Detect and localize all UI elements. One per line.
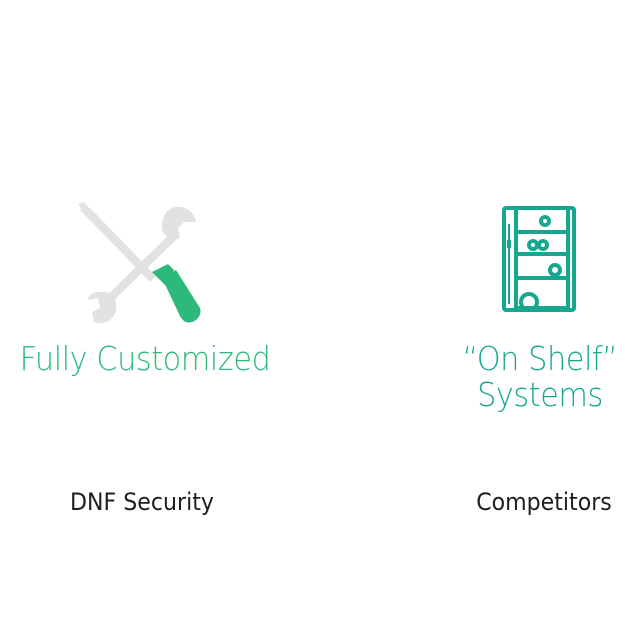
on-shelf-systems-title: “On Shelf” Systems — [448, 341, 625, 413]
fully-customized-title: Fully Customized — [19, 339, 271, 378]
dnf-security-label: DNF Security — [70, 488, 214, 516]
on-shelf-title-line2: Systems — [477, 375, 603, 414]
competitors-label: Competitors — [476, 488, 612, 516]
cabinet-rack-icon — [502, 206, 576, 312]
wrench-screwdriver-icon — [78, 202, 201, 324]
on-shelf-title-line1: “On Shelf” — [462, 339, 618, 378]
